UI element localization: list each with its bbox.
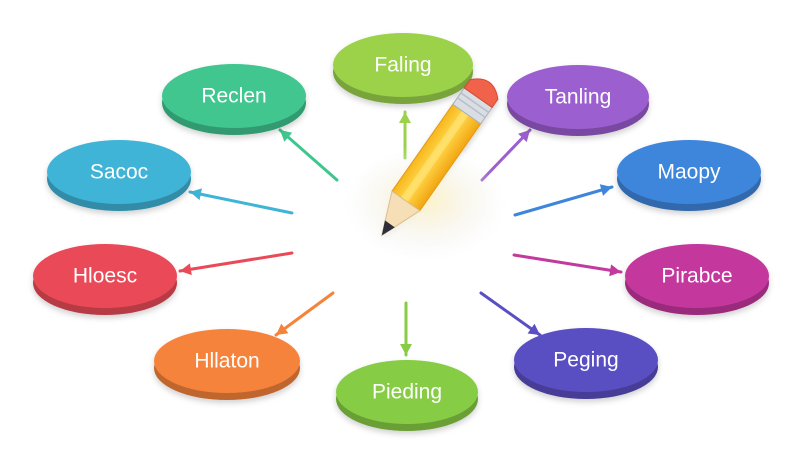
arrowhead-lower-right <box>527 323 540 335</box>
node-face <box>514 328 658 392</box>
node-face <box>333 33 473 97</box>
node-mid-right: Maopy <box>617 140 761 211</box>
node-upper-left: Reclen <box>162 64 306 135</box>
node-label-left: Hloesc <box>73 265 137 288</box>
node-label-upper-right: Tanling <box>545 86 612 109</box>
arrowhead-right <box>609 264 621 277</box>
node-label-upper-left: Reclen <box>201 85 266 108</box>
node-label-mid-left: Sacoc <box>90 161 148 184</box>
node-face <box>617 140 761 204</box>
node-face <box>336 360 478 424</box>
node-lower-right: Peging <box>514 328 658 399</box>
arrowhead-upper-right <box>518 130 530 143</box>
connector-left <box>178 251 294 273</box>
arrowhead-left <box>180 263 192 276</box>
connector-mid-left <box>188 190 294 215</box>
node-face <box>47 140 191 204</box>
arrowhead-top <box>399 112 411 123</box>
node-label-bottom: Pieding <box>372 381 442 404</box>
connector-mid-right <box>513 185 614 217</box>
node-bottom: Pieding <box>336 360 478 431</box>
node-upper-right: Tanling <box>507 65 649 136</box>
node-label-lower-left: Hllaton <box>194 350 259 373</box>
node-mid-left: Sacoc <box>47 140 191 211</box>
arrowhead-bottom <box>400 344 412 355</box>
arrowhead-upper-left <box>280 130 293 142</box>
node-face <box>33 244 177 308</box>
arrowhead-mid-left <box>190 188 202 201</box>
node-label-top: Faling <box>374 54 431 77</box>
connector-upper-left <box>278 128 339 182</box>
arrowhead-mid-right <box>599 184 612 196</box>
pencil-icon <box>345 78 505 255</box>
connector-right <box>512 253 623 274</box>
node-left: Hloesc <box>33 244 177 315</box>
node-face <box>625 244 769 308</box>
arrowhead-lower-left <box>276 323 289 335</box>
connectors <box>178 110 623 357</box>
node-lower-left: Hllaton <box>154 329 300 400</box>
node-face <box>154 329 300 393</box>
node-face <box>162 64 306 128</box>
node-top: Faling <box>333 33 473 104</box>
node-label-mid-right: Maopy <box>657 161 721 184</box>
node-label-right: Pirabce <box>661 265 732 288</box>
node-face <box>507 65 649 129</box>
connector-lower-left <box>274 291 335 337</box>
node-right: Pirabce <box>625 244 769 315</box>
node-label-lower-right: Peging <box>553 349 618 372</box>
connector-lower-right <box>479 291 542 337</box>
